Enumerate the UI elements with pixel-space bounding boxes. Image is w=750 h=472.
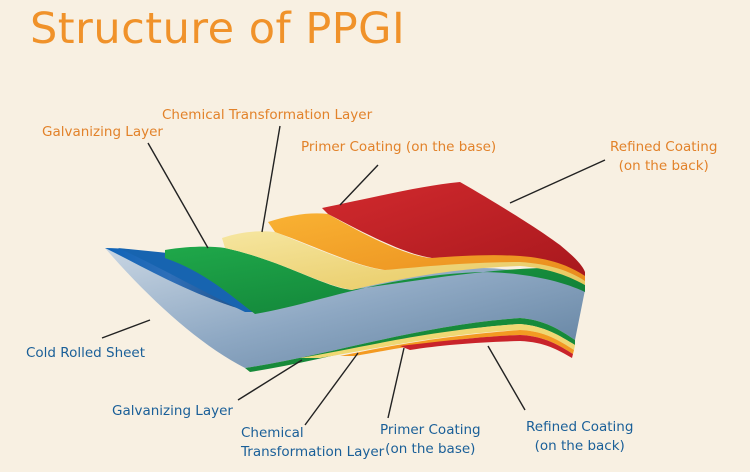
chemical-layer-top: [222, 231, 585, 290]
label-bottom-primer-line1: Primer Coating: [380, 422, 481, 438]
bottom-orange-edge: [340, 330, 574, 356]
leader-line-bottom-refined: [487, 345, 526, 411]
page-title: Structure of PPGI: [30, 4, 406, 54]
label-top-primer: Primer Coating (on the base): [301, 139, 497, 155]
label-bottom-chemical-line2: Transformation Layer: [241, 444, 385, 460]
label-bottom-refined-line1: Refined Coating: [526, 419, 634, 435]
bottom-green-edge: [245, 318, 575, 372]
label-bottom-primer: Primer Coating (on the base): [380, 421, 481, 459]
label-top-galvanizing: Galvanizing Layer: [42, 124, 163, 140]
label-top-refined-line1: Refined Coating: [610, 139, 718, 155]
refined-layer-top: [322, 182, 585, 276]
label-top-refined-line2: (on the back): [618, 158, 709, 174]
leader-line-top-primer: [339, 164, 379, 206]
label-bottom-primer-line2: (on the base): [385, 441, 476, 457]
leader-line-bottom-galvanizing: [237, 359, 303, 401]
label-top-refined: Refined Coating (on the back): [610, 138, 717, 176]
leader-line-top-refined: [509, 159, 606, 204]
label-bottom-chemical-line1: Chemical: [241, 425, 304, 441]
label-bottom-refined: Refined Coating (on the back): [526, 418, 633, 456]
label-bottom-refined-line2: (on the back): [534, 438, 625, 454]
leader-line-bottom-chemical: [304, 352, 359, 426]
steel-front-face: [105, 248, 585, 368]
zinc-layer-top: [165, 246, 585, 314]
label-top-chemical: Chemical Transformation Layer: [162, 107, 373, 123]
leader-line-bottom-primer: [387, 347, 405, 419]
leader-line-top-galvanizing: [147, 142, 209, 249]
steel-top-band: [118, 248, 255, 312]
primer-layer-top: [268, 213, 585, 281]
leader-line-top-chemical: [261, 125, 281, 233]
label-bottom-galvanizing: Galvanizing Layer: [112, 403, 233, 419]
leader-line-bottom-cold-rolled: [101, 319, 151, 339]
label-bottom-cold-rolled: Cold Rolled Sheet: [26, 345, 146, 361]
label-bottom-chemical: Chemical Transformation Layer: [241, 424, 384, 462]
bottom-yellow-edge: [300, 324, 575, 358]
bottom-red-edge: [400, 335, 573, 358]
